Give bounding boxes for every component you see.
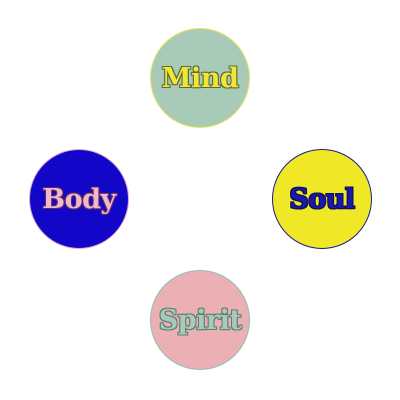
mind-label: Mind <box>161 62 239 94</box>
body-circle: Body <box>29 149 129 249</box>
mind-circle: Mind <box>150 28 250 128</box>
spirit-circle: Spirit <box>150 270 250 370</box>
body-label: Body <box>42 183 116 215</box>
soul-circle: Soul <box>272 149 372 249</box>
soul-label: Soul <box>289 183 355 215</box>
spirit-label: Spirit <box>158 304 242 336</box>
